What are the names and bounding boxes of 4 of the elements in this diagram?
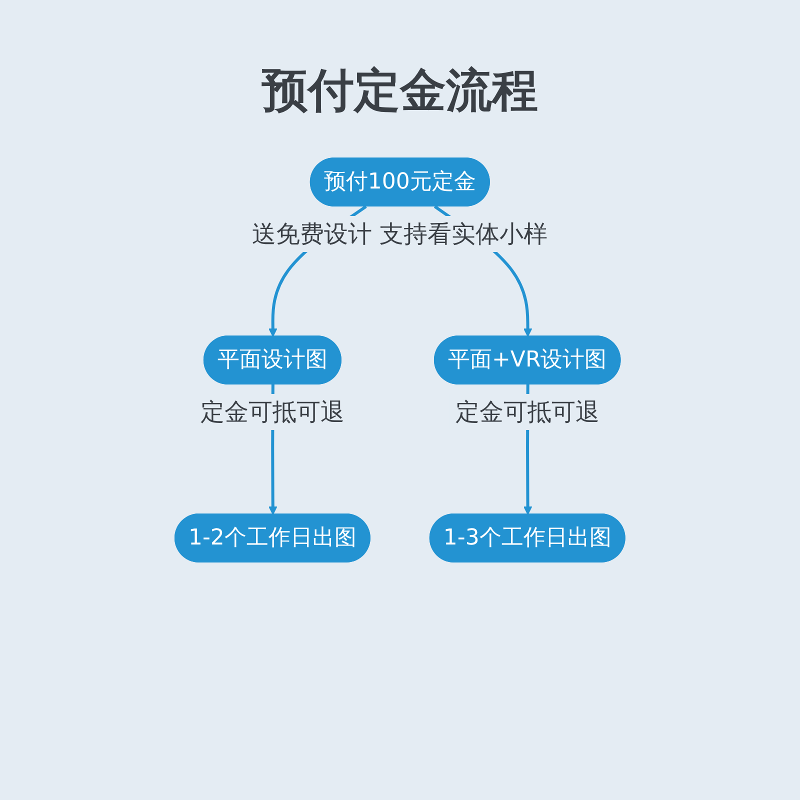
title: 预付定金流程: [260, 62, 539, 119]
caption-text: 定金可抵可退: [200, 398, 345, 426]
caption-text: 送免费设计 支持看实体小样: [252, 220, 548, 248]
caption-text: 定金可抵可退: [455, 398, 600, 426]
